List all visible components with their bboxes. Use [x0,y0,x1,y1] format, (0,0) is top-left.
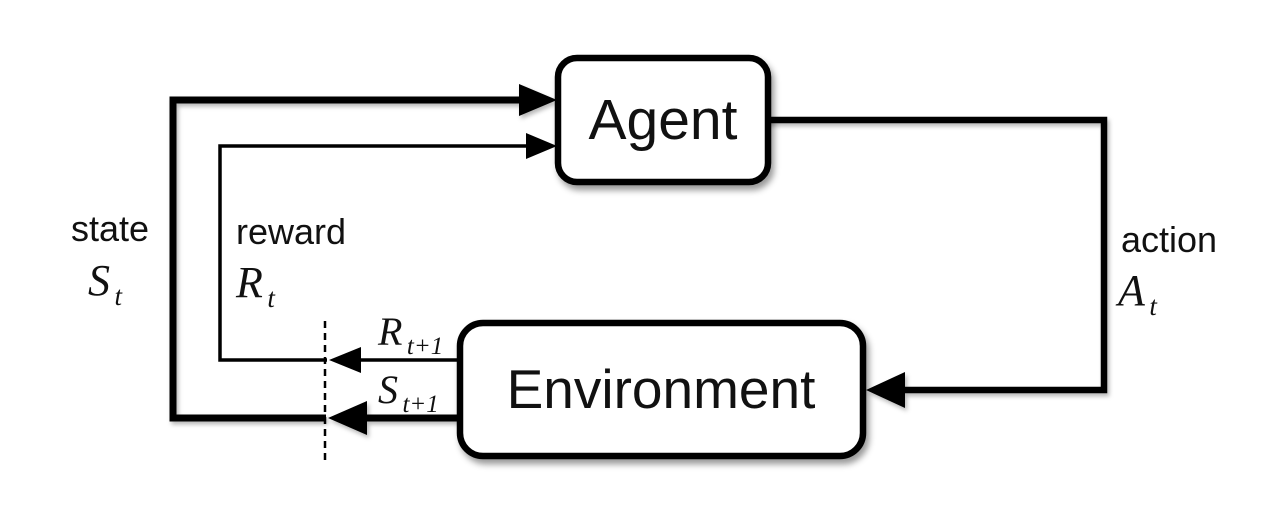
action-label-group: action A t [1115,219,1217,321]
agent-label: Agent [589,88,738,152]
environment-label: Environment [507,358,816,420]
state-arrowhead-icon [519,84,557,116]
reward-arrowhead-icon [526,133,557,159]
reward-segment-path [218,144,528,362]
action-arrowhead-icon [866,372,905,408]
action-math-label: A t [1115,266,1158,321]
reward-word-label: reward [236,211,346,252]
state-segment-path [169,96,522,422]
next-state-arrowhead-icon [328,401,367,435]
next-state-math-label: S t+1 [378,367,439,418]
agent-box [554,54,772,186]
state-label-group: state S t [71,208,149,311]
environment-box [456,319,867,460]
environment-node: Environment [456,319,867,460]
next-reward-arrowhead-icon [329,347,361,373]
reward-math-label: R t [235,258,276,313]
state-edge [169,84,557,435]
state-word-label: state [71,208,149,249]
action-word-label: action [1121,219,1217,260]
reward-label-group: reward R t [235,211,346,313]
agent-node: Agent [554,54,772,186]
state-math-label: S t [88,256,123,311]
reward-edge [218,133,557,373]
action-edge-path [766,116,1108,394]
next-reward-math-label: R t+1 [377,309,443,360]
action-edge [766,116,1108,408]
